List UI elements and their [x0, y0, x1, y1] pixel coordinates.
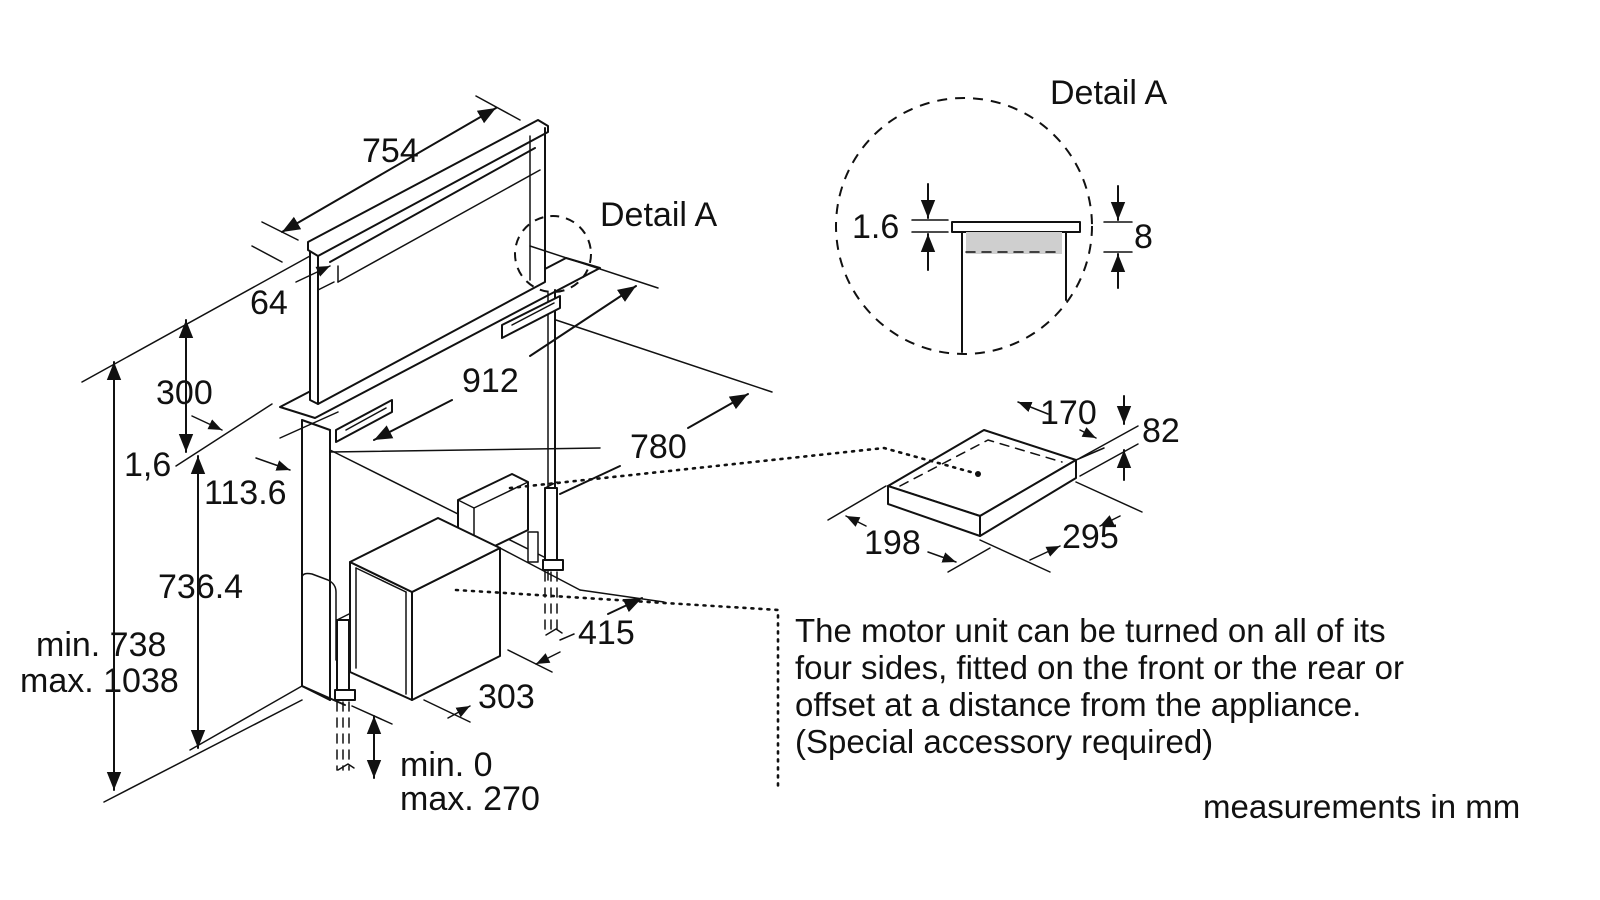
dim-adjust-min: min. 0 — [400, 746, 493, 784]
motor-unit-note: The motor unit can be turned on all of i… — [795, 612, 1515, 760]
dim-overall-min: min. 738 — [36, 626, 166, 664]
detail-a-marker — [514, 215, 592, 293]
dim-736-4: 736.4 — [158, 568, 243, 606]
dim-overall-max: max. 1038 — [20, 662, 179, 700]
dim-113-6: 113.6 — [204, 474, 287, 512]
detail-a-label: Detail A — [600, 196, 717, 234]
note-line: four sides, fitted on the front or the r… — [795, 649, 1404, 686]
dim-754: 754 — [362, 132, 419, 170]
acc-dim-82: 82 — [1142, 412, 1180, 450]
acc-dim-198: 198 — [864, 524, 921, 562]
dimension-lines — [81, 95, 773, 803]
dim-303: 303 — [478, 678, 535, 716]
detail-dim-8: 8 — [1134, 218, 1153, 256]
bracket-rail-front — [335, 399, 393, 443]
dim-780: 780 — [630, 428, 687, 466]
body-front — [301, 419, 331, 701]
detail-a-callout — [835, 97, 1133, 355]
acc-dim-295: 295 — [1062, 518, 1119, 556]
note-line: offset at a distance from the appliance. — [795, 686, 1362, 723]
note-line: (Special accessory required) — [795, 723, 1214, 760]
leader-to-accessory — [508, 446, 980, 490]
dim-912: 912 — [462, 362, 519, 400]
dim-300: 300 — [156, 374, 213, 412]
dim-415: 415 — [578, 614, 635, 652]
dim-adjust-max: max. 270 — [400, 780, 540, 818]
bracket-rail-back — [501, 295, 561, 339]
leader-to-note — [454, 588, 780, 788]
detail-dim-1-6: 1.6 — [852, 208, 899, 246]
note-line: The motor unit can be turned on all of i… — [795, 612, 1386, 649]
units-label: measurements in mm — [1203, 788, 1521, 825]
detail-a-title: Detail A — [1050, 74, 1167, 112]
mounting-bracket-back — [542, 481, 564, 636]
dim-1-6: 1,6 — [124, 446, 171, 484]
acc-dim-170: 170 — [1040, 394, 1097, 432]
dim-64: 64 — [250, 284, 288, 322]
